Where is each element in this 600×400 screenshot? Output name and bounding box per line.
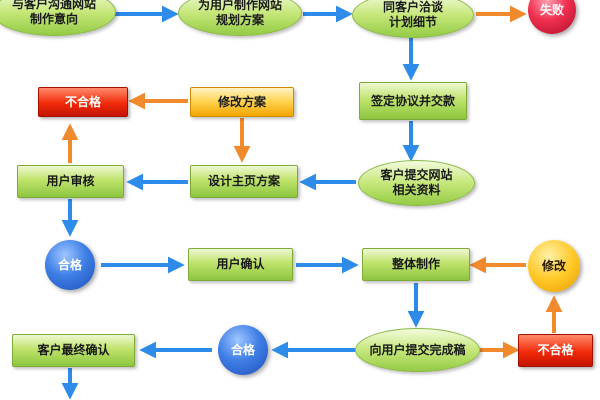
node-final-confirm: 客户最终确认 [12, 334, 135, 367]
node-full-build-label: 整体制作 [391, 257, 440, 271]
node-plan-label: 为用户制作网站 规划方案 [197, 0, 282, 27]
node-final-confirm-label: 客户最终确认 [37, 343, 110, 357]
node-sign: 签定协议并交款 [359, 82, 467, 120]
node-submit-final: 向用户提交完成稿 [355, 328, 480, 372]
node-submit-info: 客户提交网站 相关资料 [358, 160, 475, 206]
node-reject-2-label: 不合格 [537, 343, 574, 357]
node-revise-plan: 修改方案 [190, 87, 294, 117]
node-submit-final-label: 向用户提交完成稿 [369, 342, 466, 357]
node-design-home-label: 设计主页方案 [207, 174, 280, 188]
node-user-review: 用户审核 [17, 165, 124, 198]
node-pass-1-label: 合格 [57, 257, 82, 272]
node-negotiate: 同客户洽谈 计划细节 [352, 0, 474, 38]
node-user-confirm: 用户确认 [188, 248, 293, 281]
node-design-home: 设计主页方案 [190, 165, 298, 198]
node-user-review-label: 用户审核 [46, 174, 95, 188]
node-reject-1: 不合格 [38, 87, 128, 117]
node-modify: 修改 [528, 240, 580, 292]
node-user-confirm-label: 用户确认 [216, 257, 265, 271]
node-modify-label: 修改 [541, 258, 566, 273]
node-pass-2: 合格 [218, 325, 268, 375]
node-pass-1: 合格 [45, 240, 95, 290]
node-communicate-label: 与客户沟通网站 制作意向 [11, 0, 96, 26]
node-fail-label: 失败 [539, 2, 564, 17]
node-full-build: 整体制作 [362, 248, 470, 281]
node-sign-label: 签定协议并交款 [370, 93, 455, 108]
node-reject-1-label: 不合格 [64, 94, 101, 109]
node-negotiate-label: 同客户洽谈 计划细节 [382, 0, 443, 29]
node-reject-2: 不合格 [518, 334, 593, 367]
node-revise-plan-label: 修改方案 [217, 94, 266, 109]
node-pass-2-label: 合格 [230, 342, 255, 357]
node-submit-info-label: 客户提交网站 相关资料 [380, 168, 453, 197]
